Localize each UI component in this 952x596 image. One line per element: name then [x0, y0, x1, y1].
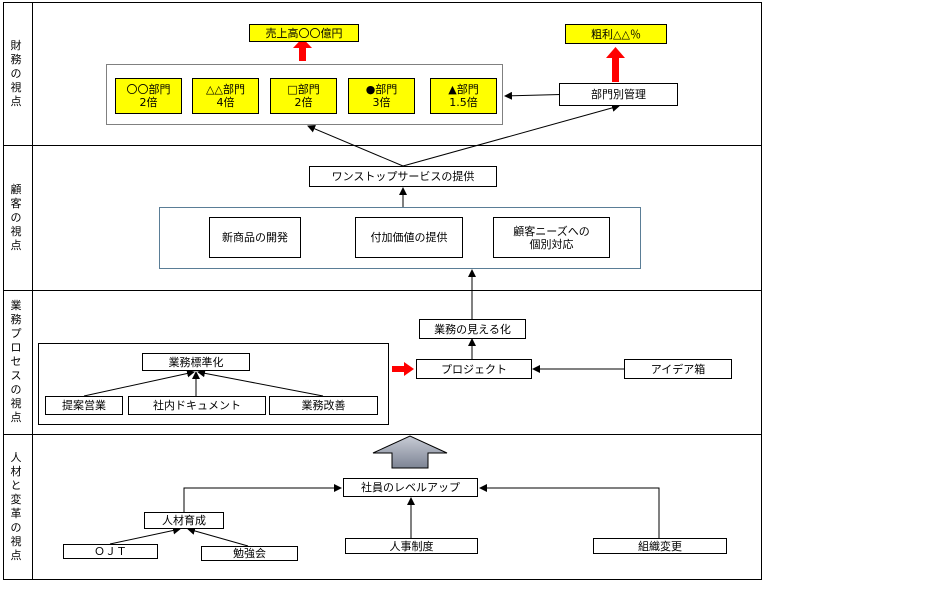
department-box: □部門 2倍 [270, 78, 337, 114]
label-char: ス [10, 369, 22, 382]
label-char: 務 [10, 313, 22, 326]
label-char: の [10, 521, 22, 534]
project-input-red-arrow [392, 362, 414, 376]
department-box: ▲部門 1.5倍 [430, 78, 497, 114]
arrow-improvement-to-standardization [197, 369, 324, 397]
label-char: セ [10, 355, 22, 368]
department-name: 〇〇部門 [126, 83, 171, 96]
customer-perspective-label: 顧 客 の 視 点 [4, 145, 28, 290]
arrow-study-to-hr-development [187, 527, 249, 547]
department-value: 1.5倍 [449, 96, 478, 109]
department-box: 〇〇部門 2倍 [115, 78, 182, 114]
department-name: ▲部門 [448, 83, 479, 96]
label-char: 点 [10, 549, 22, 562]
improvement-box: 業務改善 [269, 396, 378, 415]
label-char: 業 [10, 299, 22, 312]
hr-system-box: 人事制度 [345, 538, 478, 554]
label-char: 視 [10, 535, 22, 548]
row-divider-3 [3, 434, 762, 435]
study-group-box: 勉強会 [201, 546, 298, 561]
label-char: 客 [10, 196, 22, 210]
label-char: 変 [10, 493, 22, 506]
label-char: 点 [10, 238, 22, 252]
project-box: プロジェクト [416, 359, 532, 379]
sales-target-box: 売上高〇〇億円 [249, 24, 359, 42]
arrow-onestop-to-departments [307, 125, 404, 167]
org-change-box: 組織変更 [593, 538, 727, 554]
customer-needs-line: 顧客ニーズへの [513, 224, 590, 238]
sales-target-red-arrow [293, 38, 312, 61]
idea-box: アイデア箱 [624, 359, 732, 379]
label-char: 財 [10, 38, 22, 52]
customer-needs-line: 個別対応 [529, 237, 574, 251]
label-char: 人 [10, 451, 22, 464]
value-added-box: 付加価値の提供 [355, 217, 463, 258]
department-name: △△部門 [206, 83, 245, 96]
customer-needs-box: 顧客ニーズへの 個別対応 [493, 217, 610, 258]
label-char: 革 [10, 507, 22, 520]
new-products-box: 新商品の開発 [209, 217, 301, 258]
label-char: プ [10, 327, 22, 340]
internal-docs-box: 社内ドキュメント [128, 396, 266, 415]
label-column-divider [32, 2, 33, 580]
label-char: 視 [10, 80, 22, 94]
label-char: 材 [10, 465, 22, 478]
department-value: 3倍 [372, 96, 391, 109]
process-perspective-label: 業 務 プ ロ セ ス の 視 点 [4, 290, 28, 434]
hr-development-box: 人材育成 [144, 512, 224, 529]
standardization-box: 業務標準化 [142, 353, 250, 371]
dept-management-box: 部門別管理 [559, 83, 678, 106]
label-char: の [10, 66, 22, 80]
level-up-box: 社員のレベルアップ [343, 478, 478, 497]
department-box: ●部門 3倍 [348, 78, 415, 114]
department-value: 4倍 [216, 96, 235, 109]
one-stop-service-box: ワンストップサービスの提供 [309, 166, 497, 187]
row-divider-1 [3, 145, 762, 146]
arrow-ojt-to-hr-development [109, 526, 181, 545]
label-char: の [10, 210, 22, 224]
department-name: ●部門 [365, 83, 398, 96]
label-char: 顧 [10, 182, 22, 196]
profit-target-red-arrow [606, 47, 625, 82]
arrow-org-change-to-levelup [479, 484, 660, 538]
big-upward-arrow [372, 435, 448, 469]
arrow-proposal-to-standardization [83, 369, 195, 397]
financial-perspective-label: 財 務 の 視 点 [4, 2, 28, 145]
department-box: △△部門 4倍 [192, 78, 259, 114]
label-char: の [10, 383, 22, 396]
arrow-hr-development-to-levelup [183, 484, 342, 512]
label-char: 点 [10, 411, 22, 424]
profit-target-box: 粗利△△％ [565, 24, 667, 44]
map-outer-frame [3, 2, 762, 580]
ojt-box: ＯＪＴ [63, 544, 158, 559]
department-value: 2倍 [139, 96, 158, 109]
label-char: 務 [10, 52, 22, 66]
row-divider-2 [3, 290, 762, 291]
proposal-sales-box: 提案営業 [45, 396, 123, 415]
label-char: 点 [10, 94, 22, 108]
department-name: □部門 [287, 83, 320, 96]
department-value: 2倍 [294, 96, 313, 109]
learning-perspective-label: 人 材 と 変 革 の 視 点 [4, 434, 28, 580]
label-char: ロ [10, 341, 22, 354]
label-char: 視 [10, 224, 22, 238]
arrow-onestop-to-dept-mgmt [402, 104, 620, 167]
visualization-box: 業務の見える化 [419, 319, 526, 339]
label-char: と [10, 479, 22, 492]
label-char: 視 [10, 397, 22, 410]
